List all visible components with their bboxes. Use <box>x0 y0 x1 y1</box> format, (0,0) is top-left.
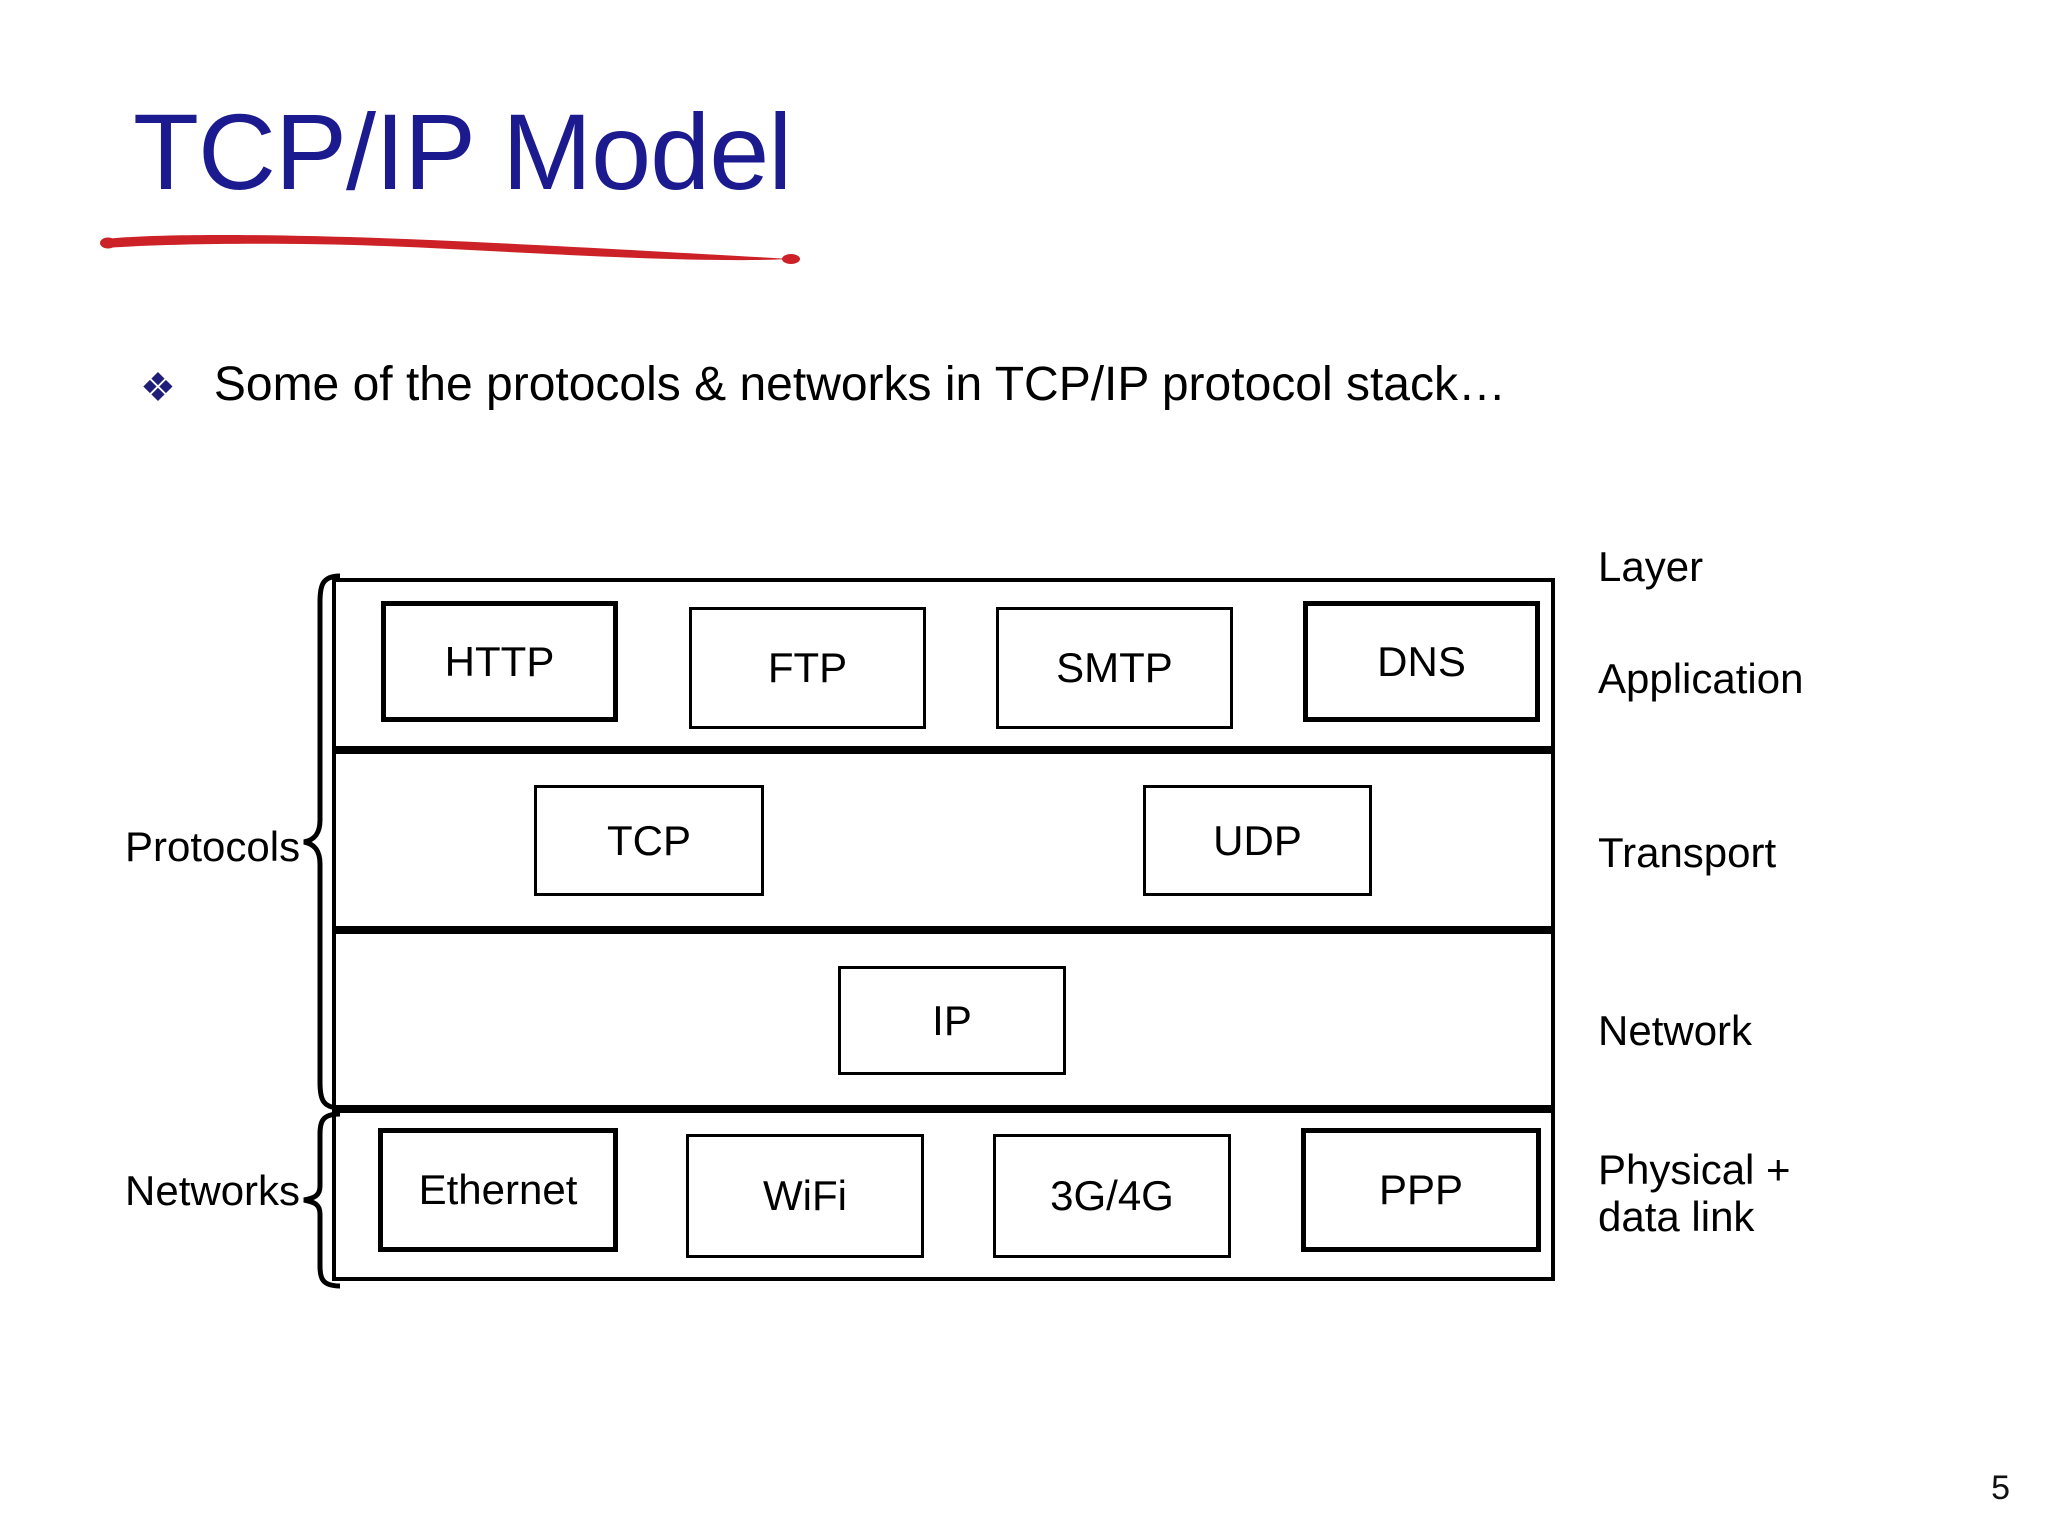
layer-label-network: Network <box>1598 1007 1753 1054</box>
layer-label-physical-datalink: Physical + data link <box>1598 1146 1791 1241</box>
protocol-box-dns-label: DNS <box>1377 637 1466 685</box>
layer-label-application: Application <box>1598 655 1804 702</box>
network-box-ppp-label: PPP <box>1378 1166 1464 1213</box>
network-box-ppp[interactable]: PPP <box>1301 1128 1541 1252</box>
bullet-text: Some of the protocols & networks in TCP/… <box>213 358 1506 411</box>
title-underline-stroke <box>100 234 800 264</box>
network-box-ethernet-label: Ethernet <box>418 1166 578 1213</box>
network-box-ethernet[interactable]: Ethernet <box>378 1128 618 1252</box>
group-label-networks: Networks <box>125 1167 301 1214</box>
protocol-box-udp-label: UDP <box>1213 816 1302 864</box>
protocol-box-tcp[interactable]: TCP <box>534 785 764 896</box>
diamond-bullet-icon: ❖ <box>140 366 176 410</box>
network-box-3g4g[interactable]: 3G/4G <box>993 1134 1231 1258</box>
bullet-row: ❖ Some of the protocols & networks in TC… <box>140 358 1506 411</box>
layer-label-transport: Transport <box>1598 829 1777 876</box>
protocol-box-http-label: HTTP <box>444 637 555 685</box>
protocol-box-smtp[interactable]: SMTP <box>996 607 1233 729</box>
network-box-wifi[interactable]: WiFi <box>686 1134 924 1258</box>
group-label-protocols: Protocols <box>125 823 301 870</box>
networks-brace <box>303 1111 341 1289</box>
protocol-box-smtp-label: SMTP <box>1056 644 1173 691</box>
network-box-3g4g-label: 3G/4G <box>1050 1172 1174 1219</box>
protocol-box-ip-label: IP <box>932 996 972 1044</box>
protocol-box-udp[interactable]: UDP <box>1143 785 1372 896</box>
protocols-brace <box>303 573 341 1111</box>
protocol-box-tcp-label: TCP <box>607 816 691 864</box>
page-number: 5 <box>1991 1469 2010 1507</box>
protocol-box-ftp-label: FTP <box>767 644 848 691</box>
protocol-box-http[interactable]: HTTP <box>381 601 618 722</box>
protocol-box-ip[interactable]: IP <box>838 966 1066 1075</box>
network-box-wifi-label: WiFi <box>763 1172 847 1219</box>
layer-column-header: Layer <box>1598 543 1704 590</box>
protocol-box-ftp[interactable]: FTP <box>689 607 926 729</box>
page-title: TCP/IP Model <box>133 91 792 212</box>
protocol-box-dns[interactable]: DNS <box>1303 601 1540 722</box>
